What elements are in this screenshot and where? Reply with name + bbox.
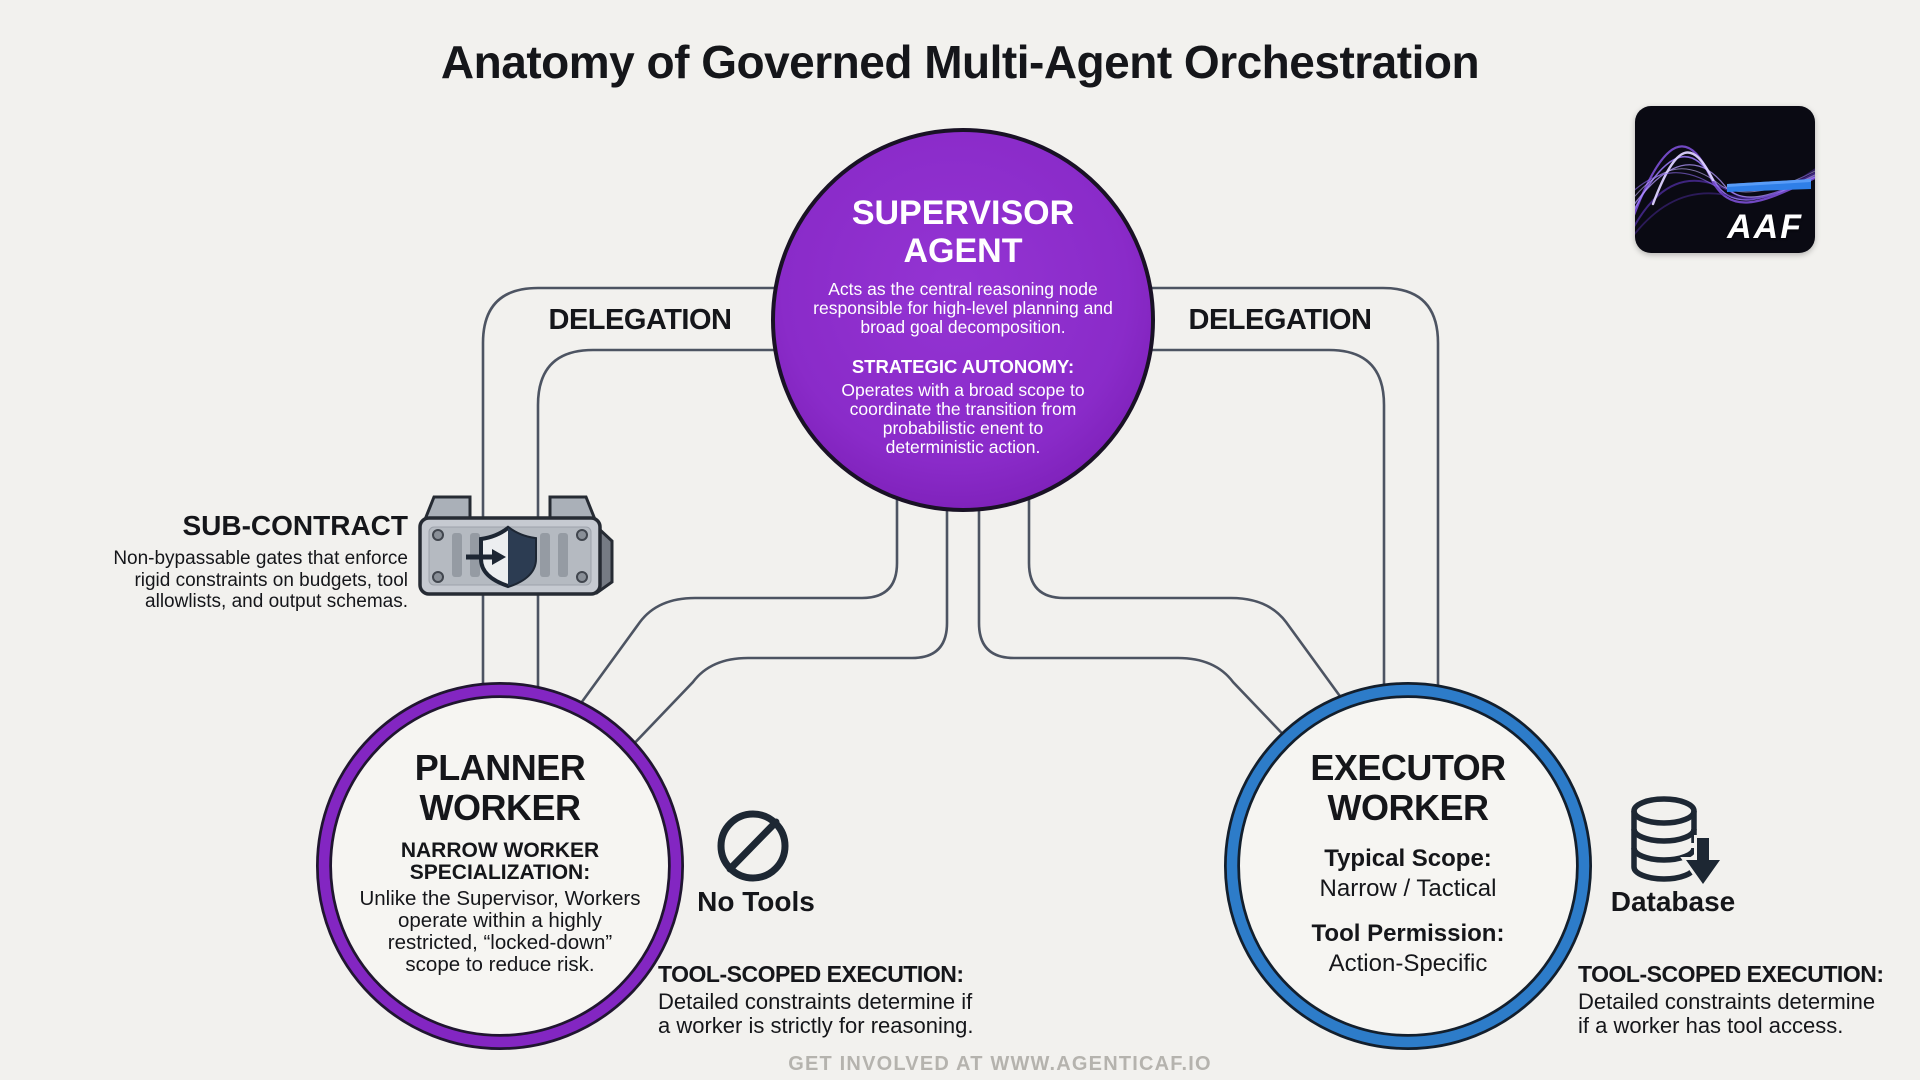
wave-logo-icon bbox=[1635, 145, 1815, 236]
delegation-connector-right bbox=[1151, 286, 1440, 695]
download-arrow-icon bbox=[1680, 835, 1726, 890]
supervisor-autonomy-heading: STRATEGIC AUTONOMY: bbox=[851, 356, 1075, 377]
executor-title: EXECUTOR WORKER bbox=[1310, 747, 1506, 828]
planner-node bbox=[316, 682, 684, 1050]
footer-url: GET INVOLVED AT WWW.AGENTICAF.IO bbox=[788, 1053, 1212, 1075]
left-note-text: Detailed constraints determine if a work… bbox=[658, 989, 974, 1038]
executor-scope-heading: Typical Scope: bbox=[1324, 845, 1492, 872]
executor-permission-heading: Tool Permission: bbox=[1311, 920, 1505, 947]
executor-node bbox=[1224, 682, 1592, 1050]
delegation-label-left: DELEGATION bbox=[548, 304, 732, 336]
delegation-label-right: DELEGATION bbox=[1188, 304, 1372, 336]
supervisor-to-executor-connector bbox=[977, 470, 1352, 751]
shield-gate-icon bbox=[418, 495, 614, 596]
database-label: Database bbox=[1610, 886, 1736, 917]
page-title: Anatomy of Governed Multi-Agent Orchestr… bbox=[440, 36, 1480, 88]
no-tools-label: No Tools bbox=[697, 886, 815, 917]
right-note-text: Detailed constraints determine if a work… bbox=[1578, 989, 1876, 1038]
delegation-connector-left bbox=[481, 286, 775, 695]
aaf-logo-text: AAF bbox=[1727, 208, 1803, 246]
executor-scope-value: Narrow / Tactical bbox=[1319, 875, 1497, 902]
supervisor-description: Acts as the central reasoning node respo… bbox=[813, 279, 1113, 337]
supervisor-title: SUPERVISOR AGENT bbox=[851, 194, 1075, 270]
database-icon bbox=[1631, 796, 1726, 890]
sub-contract-description: Non-bypassable gates that enforce rigid … bbox=[113, 548, 408, 612]
executor-permission-value: Action-Specific bbox=[1328, 950, 1488, 977]
planner-spec-text: Unlike the Supervisor, Workers operate w… bbox=[359, 887, 641, 976]
sub-contract-heading: SUB-CONTRACT bbox=[182, 510, 408, 541]
left-note-heading: TOOL-SCOPED EXECUTION: bbox=[658, 961, 964, 987]
supervisor-autonomy-text: Operates with a broad scope to coordinat… bbox=[841, 380, 1085, 457]
supervisor-to-planner-connector bbox=[574, 470, 949, 751]
supervisor-node bbox=[771, 128, 1155, 512]
aaf-logo: AAF bbox=[1635, 106, 1815, 253]
planner-spec-heading: NARROW WORKER SPECIALIZATION: bbox=[400, 839, 600, 884]
right-note-heading: TOOL-SCOPED EXECUTION: bbox=[1578, 961, 1884, 987]
planner-title: PLANNER WORKER bbox=[414, 747, 586, 828]
prohibition-icon bbox=[717, 810, 789, 882]
